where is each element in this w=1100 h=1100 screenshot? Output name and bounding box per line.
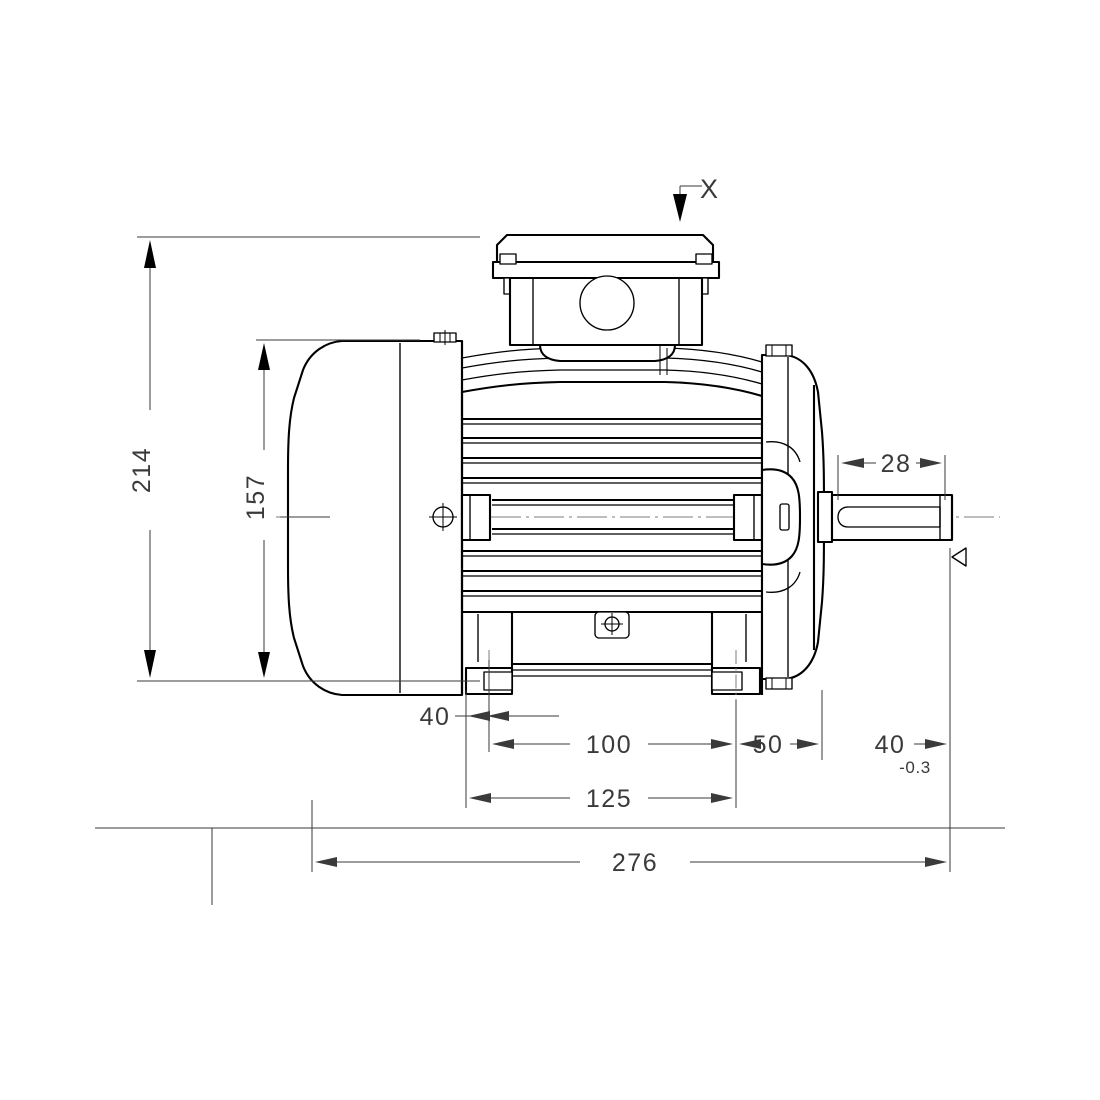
- shield-rib-lower: [765, 571, 801, 593]
- dim-157-arrow-top: [258, 343, 270, 370]
- dim-40b-tolerance: -0.3: [899, 758, 931, 777]
- dim-40a-arrow-left: [468, 711, 490, 721]
- fin-curve-4: [461, 380, 763, 398]
- dim-40b-arrow-right: [925, 739, 947, 749]
- dim-100-arrow-left: [492, 739, 514, 749]
- dim-flange-offset: 50: [735, 690, 823, 760]
- boss-key-slot: [779, 503, 790, 531]
- dim-overall-length: 276: [311, 760, 951, 877]
- terminal-box-lid: [495, 233, 715, 264]
- dim-28-arrow-right: [920, 458, 942, 468]
- dim-key-length: 28: [837, 450, 946, 500]
- dim-foot-offset: 40: [420, 660, 559, 740]
- dim-214-arrow-bottom: [144, 650, 156, 678]
- terminal-box-neck: [538, 343, 677, 363]
- shaft-keyway: [837, 506, 941, 528]
- terminal-box: [491, 233, 721, 375]
- baseline-group: [95, 827, 1005, 905]
- view-arrow-x: X: [673, 174, 718, 222]
- foot-left-slot: [483, 671, 513, 691]
- flange-tab-left-top: [499, 253, 517, 265]
- cowl-top-bolt: [433, 330, 457, 345]
- cable-gland-circle: [579, 275, 635, 331]
- terminal-box-flange: [491, 260, 721, 280]
- dim-28-label: 28: [881, 450, 912, 478]
- dim-50-arrow-left: [739, 739, 761, 749]
- dim-100-label: 100: [586, 731, 632, 759]
- view-arrow-head: [673, 194, 687, 222]
- dim-40b-label: 40: [875, 731, 906, 759]
- stator-housing: [460, 347, 764, 695]
- view-arrow-label: X: [700, 174, 718, 204]
- dim-276-arrow-left: [315, 857, 337, 867]
- dim-foot-to-flange: 125: [465, 740, 737, 813]
- dim-28-arrow-left: [841, 458, 864, 468]
- datum-marker: [951, 547, 967, 567]
- dim-100-arrow-right: [711, 739, 733, 749]
- flange-tab-right-top: [695, 253, 713, 265]
- dim-125-label: 125: [586, 785, 632, 813]
- housing-left-boss: [460, 493, 492, 542]
- mounting-feet: [464, 650, 762, 700]
- dim-214-label: 214: [128, 447, 156, 493]
- shield-top-bolt: [765, 344, 793, 357]
- motor-assembly: [286, 233, 954, 700]
- output-shaft: [816, 490, 954, 544]
- dim-276-arrow-right: [925, 857, 947, 867]
- dim-50-label: 50: [753, 731, 784, 759]
- dim-214-arrow-top: [144, 240, 156, 268]
- shaft-shoulder: [816, 490, 834, 544]
- dim-foot-spacing: 100: [488, 700, 737, 759]
- dim-50-arrow-right: [797, 739, 819, 749]
- fan-cowl-outline: [286, 339, 464, 697]
- dim-125-arrow-left: [469, 793, 491, 803]
- cooling-fins: [462, 436, 762, 597]
- dim-overall-height: 214: [128, 236, 480, 682]
- housing-base-block: [462, 610, 762, 677]
- fan-cowl: [286, 330, 464, 697]
- dim-157-label: 157: [242, 474, 270, 520]
- dim-157-arrow-bottom: [258, 652, 270, 678]
- foot-right-slot: [711, 671, 743, 691]
- fan-cowl-center-bolt: [429, 503, 457, 531]
- drain-plug: [594, 611, 630, 639]
- shield-rib-upper: [765, 441, 801, 463]
- dim-shaft-length: 40 -0.3: [821, 548, 951, 777]
- dim-276-label: 276: [612, 849, 658, 877]
- drive-end-shield: [760, 344, 826, 690]
- dim-shaft-height: 157: [242, 339, 420, 682]
- datum-triangle-icon: [951, 547, 967, 567]
- fin-curve-3: [461, 369, 763, 385]
- housing-right-boss: [732, 493, 764, 542]
- shield-bottom-bolt: [765, 677, 793, 690]
- dim-125-arrow-right: [711, 793, 733, 803]
- dim-40a-arrow-right: [487, 711, 509, 721]
- dim-40a-label: 40: [420, 703, 451, 731]
